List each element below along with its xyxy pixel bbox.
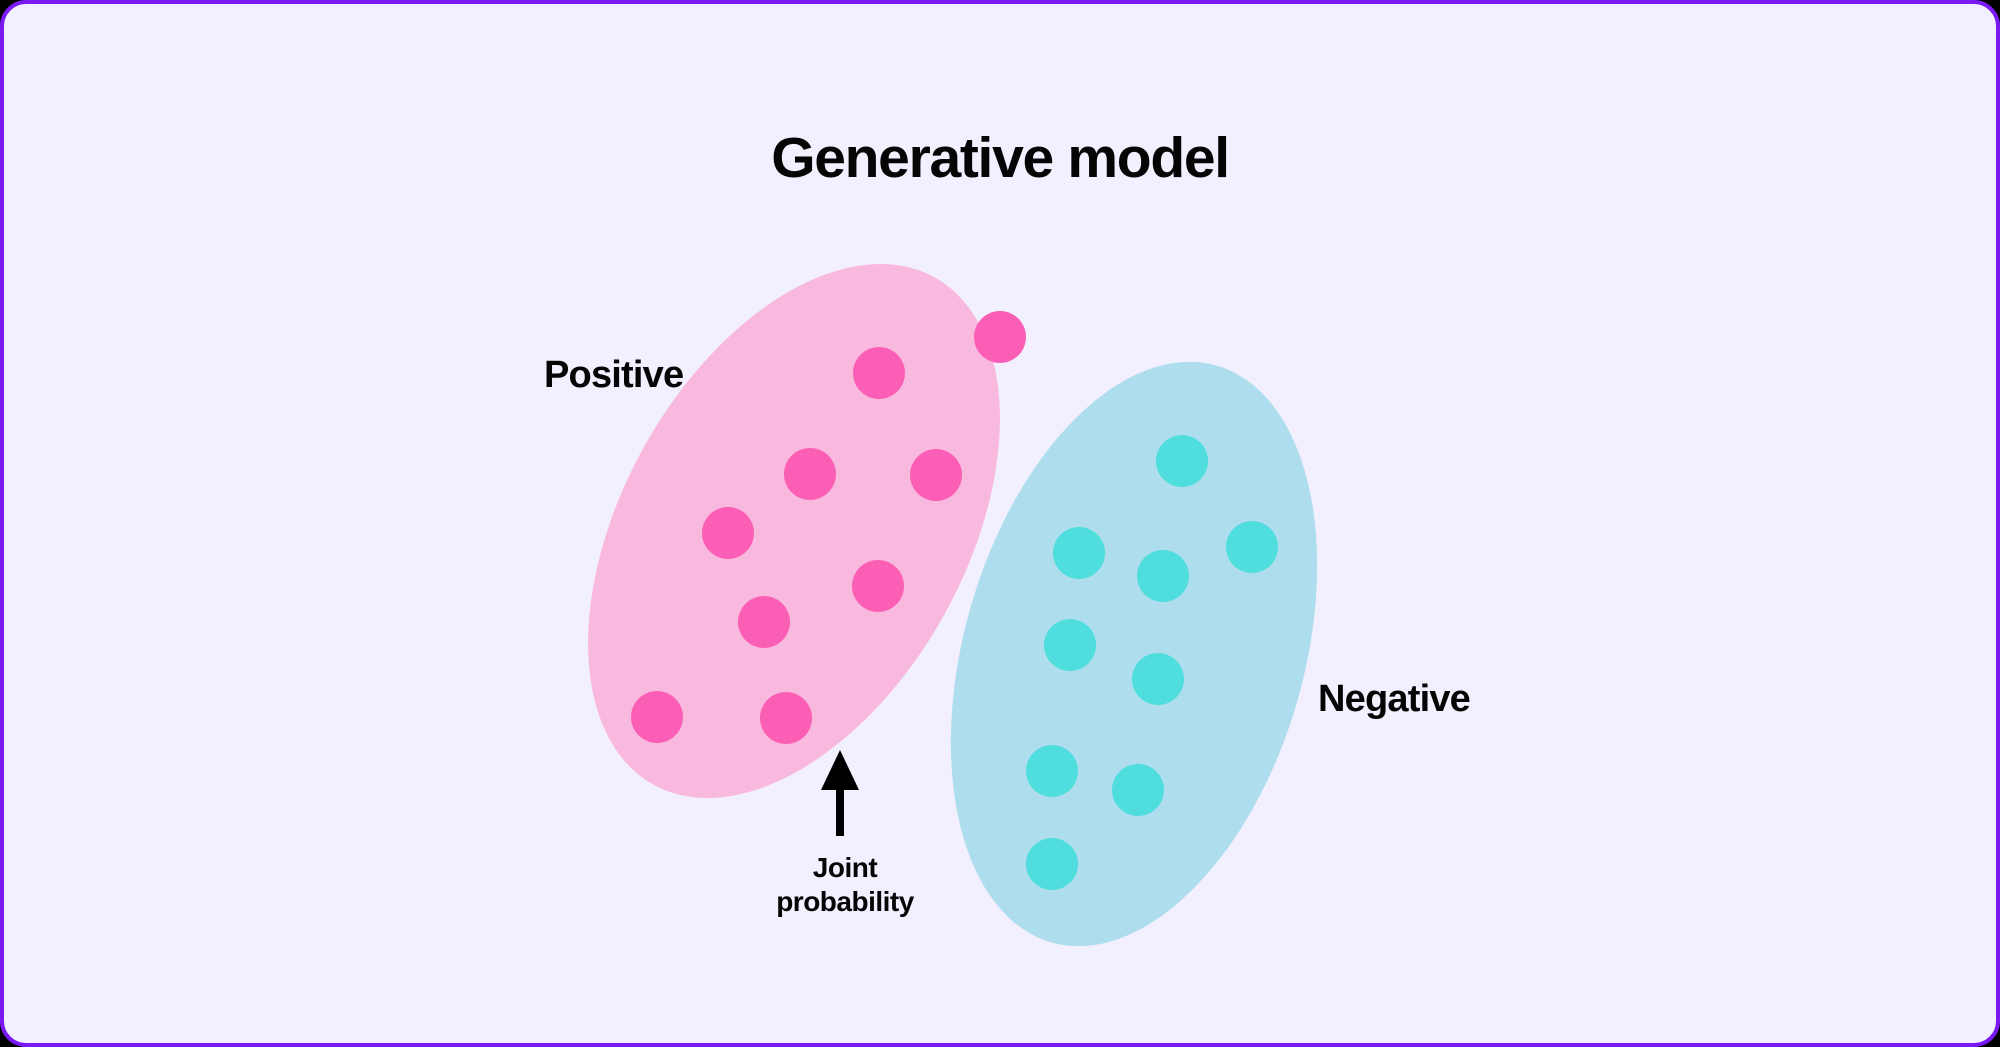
- joint-probability-arrow-icon: [821, 750, 859, 836]
- annotation-line-1: Joint: [812, 852, 878, 883]
- data-point: [1044, 619, 1096, 671]
- cluster-ellipse-negative: [950, 361, 1318, 947]
- generative-model-figure: [588, 264, 1318, 947]
- data-point: [1132, 653, 1184, 705]
- annotation-line-2: probability: [776, 886, 914, 918]
- cluster-ellipse-positive: [588, 264, 1000, 798]
- cluster-label-positive: Positive: [544, 354, 684, 396]
- data-point: [852, 560, 904, 612]
- cluster-negative: [950, 361, 1318, 947]
- data-point: [631, 691, 683, 743]
- cluster-positive: [588, 264, 1026, 798]
- cluster-label-negative: Negative: [1318, 678, 1471, 720]
- data-point: [1112, 764, 1164, 816]
- data-point: [974, 311, 1026, 363]
- data-point: [760, 692, 812, 744]
- data-point: [1156, 435, 1208, 487]
- data-point: [1026, 745, 1078, 797]
- data-point: [853, 347, 905, 399]
- data-point: [1053, 527, 1105, 579]
- page-title: Generative model: [771, 126, 1230, 190]
- data-point: [702, 507, 754, 559]
- data-point: [1137, 550, 1189, 602]
- data-point: [784, 448, 836, 500]
- data-point: [738, 596, 790, 648]
- data-point: [1226, 521, 1278, 573]
- data-point: [1026, 838, 1078, 890]
- data-point: [910, 449, 962, 501]
